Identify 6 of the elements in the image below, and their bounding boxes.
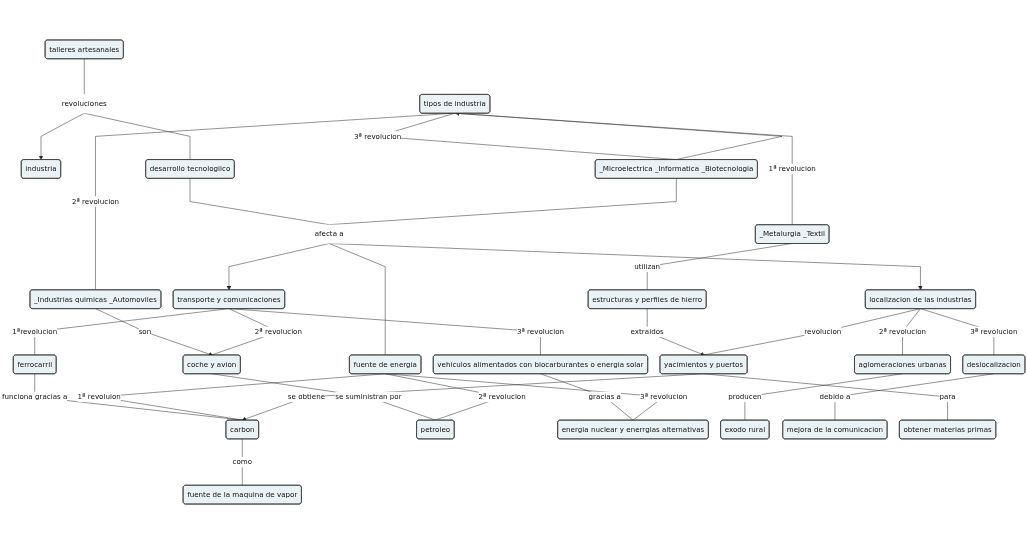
connector	[540, 373, 634, 421]
connector	[83, 58, 85, 95]
connector	[242, 438, 243, 486]
connector	[83, 112, 191, 160]
connector	[328, 243, 386, 356]
connector	[189, 178, 330, 225]
